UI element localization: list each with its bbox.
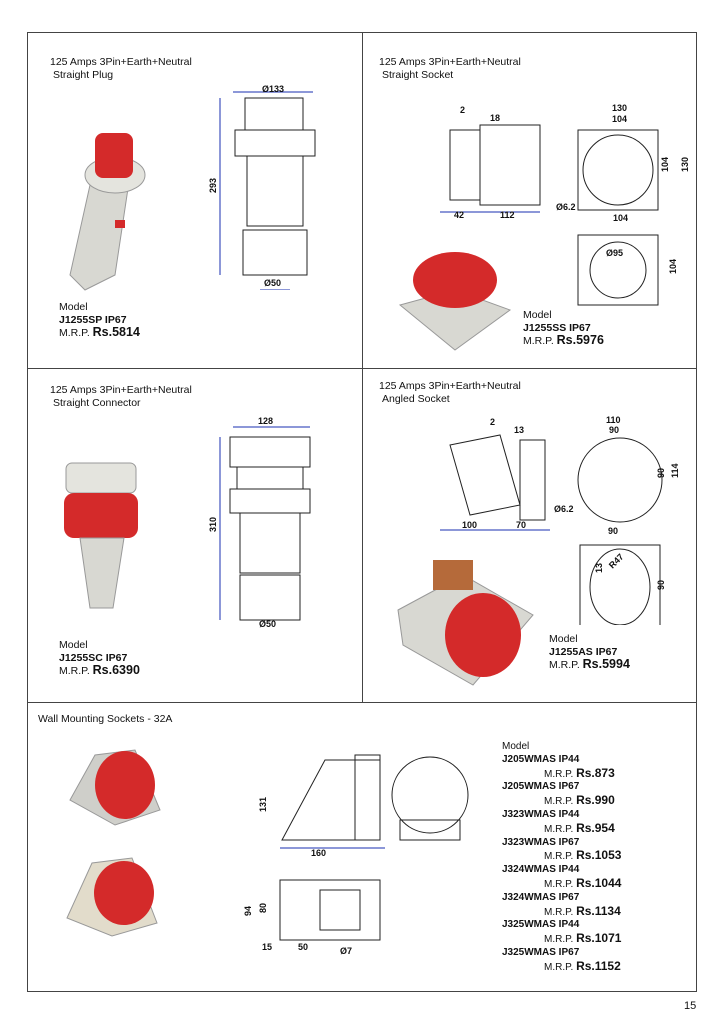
dim-label: 114 [670, 463, 680, 478]
divider [27, 368, 697, 369]
model-price: M.R.P. Rs.873 [544, 765, 615, 780]
plug-photo [69, 133, 146, 291]
wall-socket-photo [69, 749, 161, 826]
dim-label: 18 [490, 113, 501, 123]
dim-label: 90 [656, 467, 666, 478]
dim-label: 130 [680, 156, 690, 172]
dim-label: 293 [208, 177, 218, 193]
dim-label: 100 [462, 520, 478, 530]
angled-drawing [440, 434, 663, 625]
dim-label: 112 [500, 210, 515, 220]
wall-socket-drawing [279, 754, 469, 941]
dim-label: 80 [258, 902, 268, 913]
dim-label: 94 [243, 905, 253, 916]
model-code: J323WMAS IP44 [502, 808, 580, 820]
model-price: M.R.P. Rs.990 [544, 793, 615, 808]
model-price: M.R.P. Rs.1044 [544, 875, 622, 890]
dim-label: 104 [668, 258, 678, 274]
model-code: J205WMAS IP44 [502, 753, 580, 765]
model-code: J324WMAS IP44 [502, 864, 580, 876]
model-price: M.R.P. Rs.1134 [544, 903, 621, 918]
model-price: M.R.P. Rs.1152 [544, 958, 621, 973]
divider [362, 32, 363, 702]
dim-label: 2 [490, 417, 496, 427]
model-code: J325WMAS IP67 [502, 946, 580, 958]
dim-label: 90 [609, 425, 620, 435]
socket-drawing [440, 124, 659, 306]
dim-label: 42 [454, 210, 465, 220]
section-title: Wall Mounting Sockets - 32A [38, 713, 173, 725]
dim-label: 130 [612, 103, 628, 113]
dim-label: 110 [606, 415, 621, 425]
dim-label: Ø7 [340, 946, 353, 956]
dim-label: Ø133 [262, 84, 285, 94]
dim-label: 310 [208, 516, 218, 532]
model-code: J205WMAS IP67 [502, 781, 580, 793]
model-label: Model [502, 741, 530, 752]
dim-label: Ø6.2 [556, 202, 576, 212]
dim-label: 104 [612, 114, 628, 124]
page-number: 15 [684, 1000, 697, 1012]
model-price: M.R.P. Rs.1053 [544, 848, 622, 863]
connector-drawing [219, 426, 311, 621]
plug-drawing [219, 91, 316, 290]
model-price: M.R.P. Rs.954 [544, 820, 615, 835]
dim-label: 15 [262, 942, 273, 952]
dim-label: 104 [660, 156, 670, 172]
dim-label: Ø6.2 [554, 504, 574, 514]
dim-label: 50 [298, 942, 309, 952]
dim-label: 90 [656, 579, 666, 590]
dim-label: 2 [460, 105, 466, 115]
dim-label: 13 [594, 562, 604, 573]
model-price: M.R.P. Rs.1071 [544, 931, 622, 946]
dim-label: 104 [613, 213, 629, 223]
dim-label: Ø50 [264, 278, 282, 288]
socket-photo [398, 252, 512, 351]
dim-label: 13 [514, 425, 525, 435]
dim-label: 90 [608, 526, 619, 536]
model-code: J325WMAS IP44 [502, 919, 580, 931]
angled-socket-photo [397, 560, 534, 686]
divider [27, 702, 697, 703]
connector-photo [64, 462, 138, 609]
dim-label: 131 [258, 796, 268, 812]
wall-socket-photo [66, 857, 158, 937]
dim-label: 70 [516, 520, 527, 530]
dim-label: 160 [311, 848, 327, 858]
dim-label: Ø95 [606, 248, 624, 258]
model-code: J323WMAS IP67 [502, 836, 580, 848]
model-code: J324WMAS IP67 [502, 891, 580, 903]
dim-label: 128 [258, 416, 274, 426]
dim-label: Ø50 [259, 619, 277, 629]
